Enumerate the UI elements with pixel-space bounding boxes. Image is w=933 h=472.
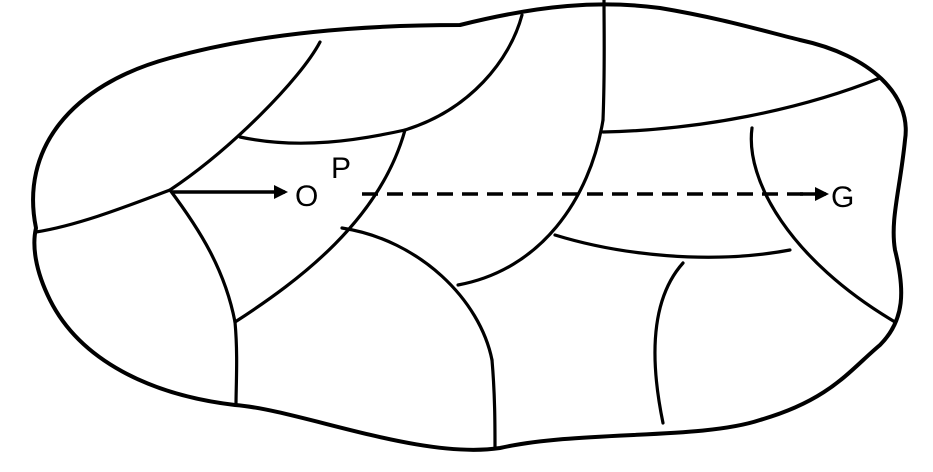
cell-line-center-long-arc: [456, 118, 605, 287]
label-point: P: [331, 152, 351, 185]
cell-line-right-upper: [601, 76, 882, 134]
cell-line-bottom-right-arc: [653, 261, 685, 425]
cell-line-left-horizontal: [34, 188, 172, 234]
cell-line-p-lower-arc: [233, 128, 407, 324]
cell-line-mid-top-arc: [403, 13, 524, 132]
cell-line-right-middle: [553, 233, 792, 259]
cell-line-center-bottom: [490, 358, 497, 450]
cell-line-p-upper-arc: [238, 128, 407, 145]
cell-line-center-vertical: [601, 0, 606, 122]
cell-line-right-arc: [749, 126, 897, 324]
label-origin: O: [295, 180, 318, 213]
cell-line-center-lower-arc: [340, 226, 494, 362]
cell-line-left-vertical: [233, 320, 239, 407]
cell-line-left-upper-arc: [168, 40, 322, 192]
cell-line-left-lower-arc: [168, 188, 237, 324]
label-goal: G: [831, 181, 854, 214]
outer-boundary: [31, 2, 908, 452]
